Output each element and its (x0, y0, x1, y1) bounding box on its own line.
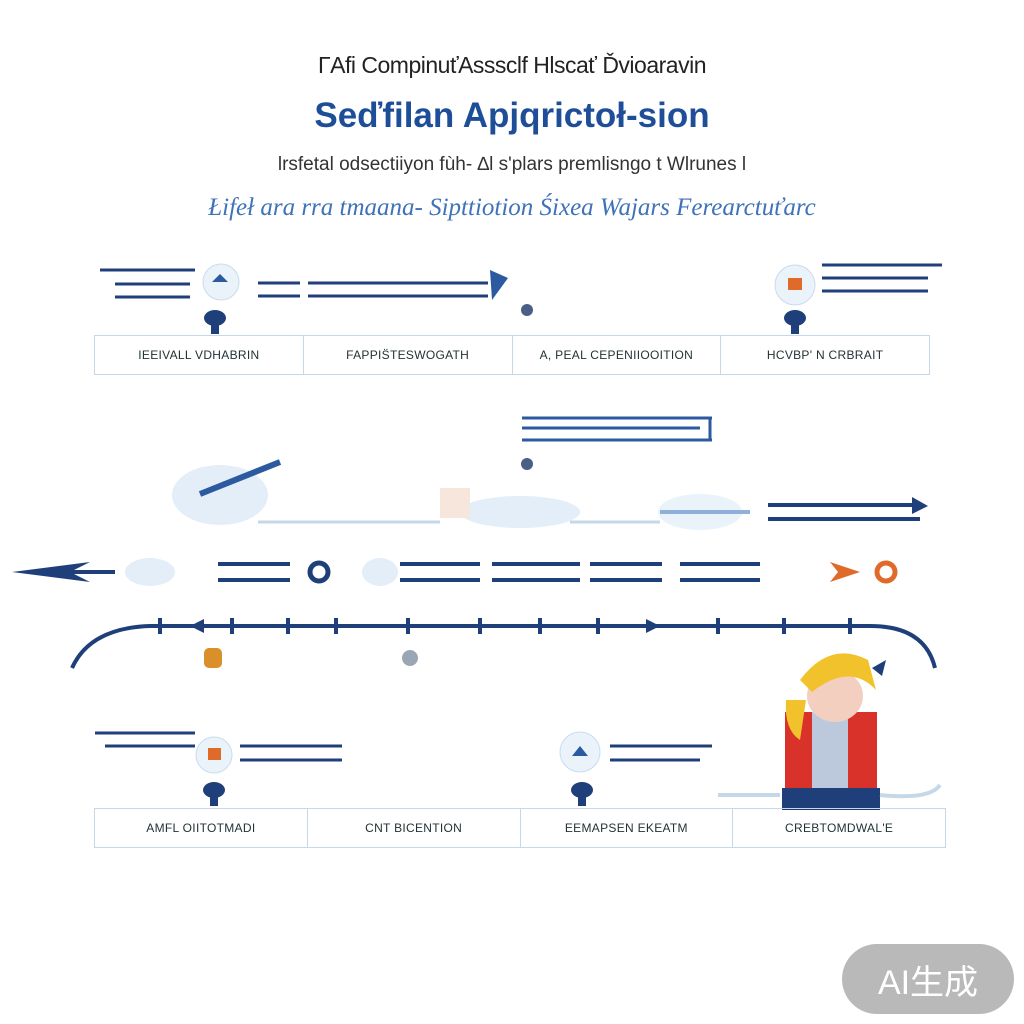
cloud-shape-left (172, 465, 268, 525)
diagram-title-main: Seďfilan Apjqrictoł-sion (314, 96, 710, 135)
top-label-2: FAPPIS̈TESWOGATH (304, 336, 513, 374)
main-row-lines (218, 562, 760, 582)
mid-box (522, 416, 712, 442)
top-label-row: IEEIVALL VDHABRIN FAPPIS̈TESWOGATH A, PE… (94, 335, 930, 375)
diagram-subtitle: lrsfetal odsectiiyon fùh- ∆l s'plars pre… (277, 154, 747, 175)
timeline-ticks (158, 618, 852, 634)
diagram-title-top: ΓAfi CompinuťAsssclf Hlscať Ďvioaravin (318, 52, 706, 78)
play-arrow-icon (830, 562, 860, 582)
ai-generated-badge: AI生成 (842, 944, 1014, 1014)
small-figure-icon (402, 650, 418, 666)
timeline-arc (70, 624, 937, 669)
right-arrows (768, 503, 920, 521)
bottom-left-lines (95, 731, 342, 762)
top-right-lines (822, 263, 942, 293)
bottom-mid-lines (610, 744, 712, 762)
bottom-label-2: CNT BICENTION (308, 809, 521, 847)
top-label-1: IEEIVALL VDHABRIN (95, 336, 304, 374)
pin-icon-2 (784, 310, 806, 334)
ring-node-right (874, 560, 898, 584)
top-label-3: A, PEAL CEPENIIOOITION (513, 336, 722, 374)
boat-shape (460, 496, 580, 528)
bottom-label-4: CREBTOMDWAL'E (785, 821, 894, 835)
top-label-4: HCVBP' N CRBRAIT (766, 348, 884, 362)
pin-icon-4 (571, 782, 593, 806)
node-dot-top (521, 304, 533, 316)
flag-marker (490, 270, 508, 300)
character-figure (782, 653, 886, 810)
diagram-tagline: Łifeł ara rra tmaana- Sipttiotion Śixea … (208, 194, 816, 221)
ring-node-left (307, 560, 331, 584)
pin-icon-1 (204, 310, 226, 334)
top-left-lines (100, 268, 488, 299)
bottom-label-1: AMFL OIITOTMADI (95, 809, 308, 847)
small-animal-icon (204, 648, 222, 668)
node-dot-mid (521, 458, 533, 470)
bottom-label-row: AMFL OIITOTMADI CNT BICENTION EEMAPSEN E… (94, 808, 946, 848)
bottom-label-3: EEMAPSEN EKEATM (521, 809, 734, 847)
pin-icon-3 (203, 782, 225, 806)
